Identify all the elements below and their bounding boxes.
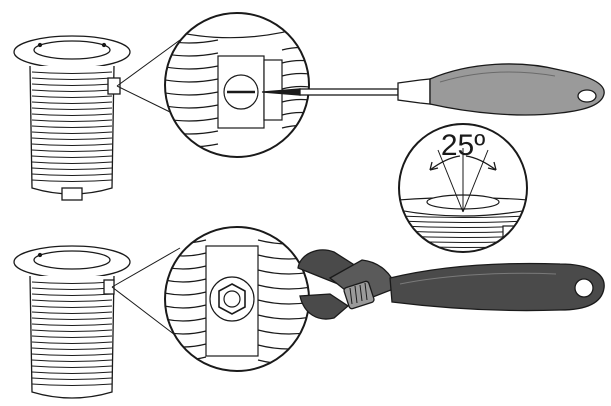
rib-line (257, 299, 309, 305)
rib-line (31, 101, 113, 104)
tilt-angle-detail: 25º (398, 123, 528, 253)
rib-line (31, 173, 113, 176)
rib-line (31, 95, 113, 98)
rib-line (165, 265, 207, 270)
rib-line (399, 220, 527, 223)
rib-line (31, 137, 113, 140)
rib-line (165, 52, 219, 57)
rib-line (31, 77, 113, 80)
rib-line (165, 78, 219, 83)
magnifier-top (164, 12, 310, 158)
rib-line (165, 278, 207, 283)
rib-line (165, 369, 207, 371)
rib-line (31, 125, 113, 128)
rib-line (281, 150, 309, 155)
leader-lines-top (116, 39, 181, 113)
rib-line (281, 59, 309, 64)
rib-line (31, 347, 113, 350)
rib-line (165, 104, 219, 109)
arc-arrow-right (465, 155, 497, 171)
rib-line (31, 149, 113, 152)
rib-line (31, 323, 113, 326)
rib-line (165, 291, 207, 296)
leader-lines-bottom (111, 247, 181, 336)
rib-line (31, 89, 113, 92)
rib-line (31, 317, 113, 320)
rib-line (31, 377, 113, 380)
rib-line (31, 305, 113, 308)
rib-line (165, 130, 219, 135)
rib-line (31, 179, 113, 182)
rib-line (281, 137, 309, 142)
rib-line (31, 143, 113, 146)
housing-ribs-bottom (31, 281, 113, 386)
rib-line (281, 85, 309, 90)
rib-line (165, 117, 219, 122)
rib-line (31, 131, 113, 134)
rib-line (257, 284, 309, 290)
rib-line (165, 252, 207, 257)
rib-line (31, 113, 113, 116)
rib-line (31, 311, 113, 314)
rib-line (31, 167, 113, 170)
magnifier-bottom (164, 226, 310, 372)
angle-label: 25º (441, 129, 485, 162)
fixture-top (13, 35, 131, 201)
rib-line (281, 72, 309, 77)
rib-line (281, 111, 309, 116)
rib-line (31, 359, 113, 362)
arc-arrow-left (429, 155, 461, 171)
rib-line (31, 371, 113, 374)
rib-line (257, 329, 309, 335)
rib-line (165, 330, 207, 335)
rib-line (165, 39, 219, 44)
adjustable-wrench-icon (297, 249, 605, 320)
rib-line (31, 341, 113, 344)
rib-line (31, 83, 113, 86)
rib-line (257, 254, 309, 260)
rib-line (31, 353, 113, 356)
rib-line (31, 365, 113, 368)
rib-line (31, 335, 113, 338)
rib-line (165, 317, 207, 322)
rib-line (165, 304, 207, 309)
rib-line (31, 383, 113, 386)
rib-line (31, 107, 113, 110)
housing-ribs-top (31, 71, 113, 182)
rib-line (31, 119, 113, 122)
rib-line (31, 299, 113, 302)
rib-line (257, 269, 309, 275)
rib-line (165, 65, 219, 70)
fixture-bottom (13, 245, 131, 399)
rib-line (165, 156, 219, 157)
screwdriver-icon (261, 63, 605, 116)
rib-line (31, 71, 113, 74)
rib-line (165, 91, 219, 96)
rib-line (257, 314, 309, 320)
rib-line (31, 329, 113, 332)
rib-line (31, 161, 113, 164)
rib-line (281, 98, 309, 103)
rib-line (31, 155, 113, 158)
rib-line (399, 215, 527, 218)
